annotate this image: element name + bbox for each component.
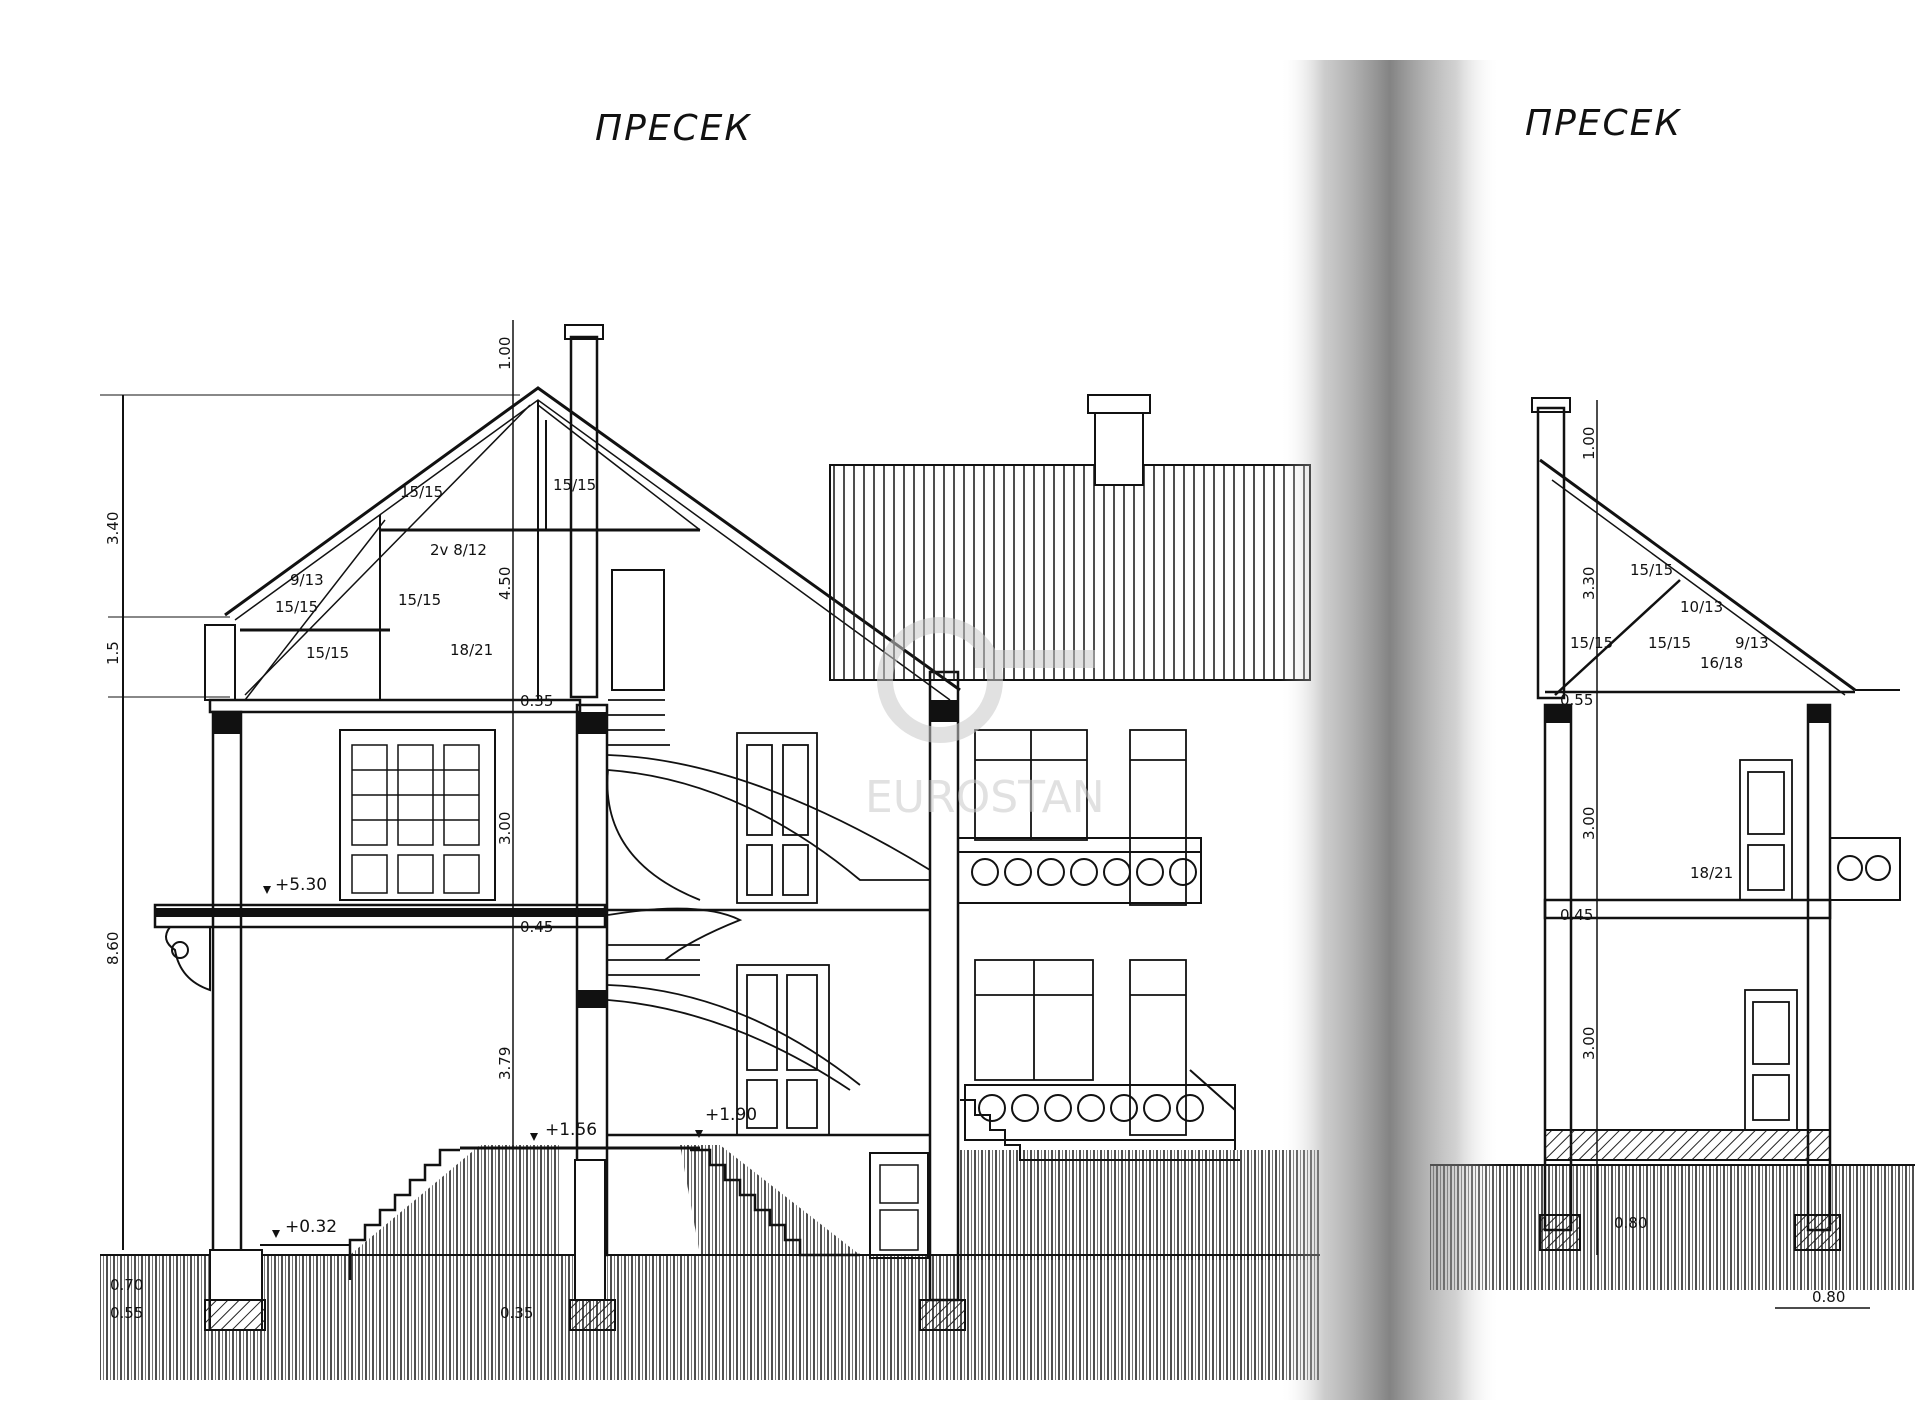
foundation-mid — [569, 1299, 616, 1331]
chimney-left — [569, 335, 599, 699]
timber-label: 16/18 — [1700, 654, 1743, 672]
upper-triple-window — [339, 729, 496, 901]
balcony-railing-upper — [957, 837, 1202, 904]
section-left: ПРЕСЕК 3.40 1.5 8.60 15/15 15/15 2v — [100, 108, 1320, 1380]
dim-055: 0.55 — [110, 1304, 143, 1322]
dim-100-right: 1.00 — [1580, 427, 1598, 460]
timber-label: 9/13 — [1735, 634, 1769, 652]
level-156: +1.56 — [545, 1120, 597, 1140]
door-right-section-upper — [1739, 759, 1793, 901]
section-right: ПРЕСЕК 15/15 10/13 15/15 9/13 16/18 15/1… — [1430, 103, 1915, 1309]
timber-label: 15/15 — [306, 644, 349, 662]
foundation-right-section-right — [1794, 1214, 1841, 1251]
timber-label: 15/15 — [1570, 634, 1613, 652]
roof-right-wing — [829, 464, 1311, 681]
basement-door — [869, 1152, 929, 1259]
dim-035-foundation: 0.35 — [500, 1304, 533, 1322]
balcony-right-section — [1829, 837, 1901, 901]
exterior-stair-left — [348, 1148, 460, 1280]
wall-right — [928, 670, 960, 1302]
dim-080-foundation: 0.80 — [1812, 1288, 1845, 1306]
chimney-right-wing — [1094, 409, 1144, 486]
level-190: +1.90 — [705, 1105, 757, 1125]
dim-045-right: 0.45 — [1560, 906, 1593, 924]
roof-left-pitch — [224, 386, 961, 692]
timber-label: 15/15 — [553, 476, 596, 494]
dim-379: 3.79 — [496, 1047, 514, 1080]
timber-label: 15/15 — [1648, 634, 1691, 652]
window-lower-right-wing — [974, 959, 1187, 1136]
dim-330: 3.30 — [1580, 567, 1598, 600]
scan-shadow-band — [1280, 60, 1500, 1400]
timber-label: 18/21 — [1690, 864, 1733, 882]
dim-080-right: 0.80 — [1614, 1214, 1647, 1232]
dim-070: 0.70 — [110, 1276, 143, 1294]
level-032: +0.32 — [285, 1217, 337, 1237]
spiral-stair-lower — [607, 907, 861, 1091]
timber-label: 15/15 — [398, 591, 441, 609]
dim-860: 8.60 — [104, 932, 122, 965]
timber-label: 15/15 — [1630, 561, 1673, 579]
roof-section-right — [1539, 458, 1856, 692]
balcony-railing-lower — [964, 1069, 1236, 1150]
foundation-right — [919, 1299, 966, 1331]
dim-15: 1.5 — [104, 641, 122, 665]
dim-100: 1.00 — [496, 337, 514, 370]
foundation-right-section-left — [1539, 1214, 1581, 1251]
spiral-stair-upper — [606, 699, 931, 901]
balcony-bracket — [165, 926, 211, 992]
timber-label: 18/21 — [450, 641, 493, 659]
dim-340: 3.40 — [104, 512, 122, 545]
wall-left — [211, 710, 243, 1254]
watermark-logo: EUROSTAN — [865, 617, 1105, 823]
dim-450: 4.50 — [496, 567, 514, 600]
dim-300: 3.00 — [496, 812, 514, 845]
stair-opening — [611, 569, 665, 691]
level-530: +5.30 — [275, 875, 327, 895]
ground-slope-left — [350, 1145, 560, 1255]
door-right-section-lower — [1744, 989, 1798, 1131]
watermark-text: EUROSTAN — [865, 772, 1105, 823]
timber-label: 15/15 — [275, 598, 318, 616]
timber-label: 10/13 — [1680, 598, 1723, 616]
exterior-stair-right — [690, 1148, 860, 1257]
timber-label: 15/15 — [400, 483, 443, 501]
timber-label: 9/13 — [290, 571, 324, 589]
ground-slab-right-section — [1544, 1129, 1831, 1161]
ground-left — [100, 1255, 1320, 1380]
section-left-title: ПРЕСЕК — [595, 108, 752, 149]
ground-right-terrace — [960, 1150, 1320, 1260]
timber-label: 2v 8/12 — [430, 541, 487, 559]
door-upper-middle — [736, 732, 818, 904]
section-right-title: ПРЕСЕК — [1525, 103, 1682, 144]
slab-right-section — [1543, 898, 1832, 920]
dim-300-lower: 3.00 — [1580, 1027, 1598, 1060]
ground-slope-mid — [680, 1145, 860, 1255]
chimney-section-right — [1536, 406, 1566, 700]
dim-300-upper: 3.00 — [1580, 807, 1598, 840]
window-upper-right-wing — [974, 729, 1187, 906]
ground-right-section — [1430, 1165, 1915, 1290]
